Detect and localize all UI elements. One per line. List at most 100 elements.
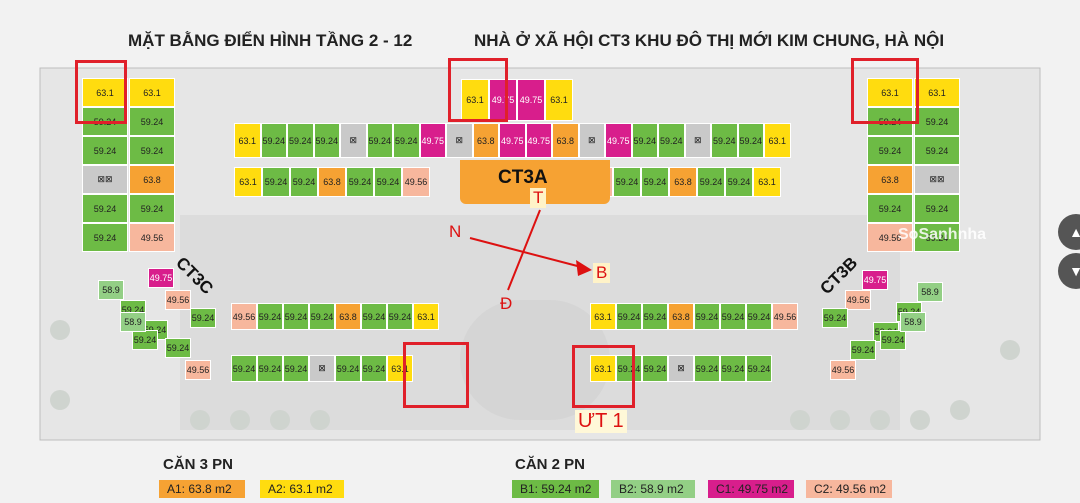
apartment-unit: 59.24 [129,194,175,223]
apartment-unit: 63.1 [129,78,175,107]
apartment-unit: 49.75 [517,79,545,121]
compass-line-td [507,209,541,291]
apartment-unit: 63.1 [413,303,439,330]
apartment-unit: 63.1 [753,167,781,197]
apartment-unit: 59.24 [260,123,287,158]
apartment-unit: 59.24 [746,355,772,382]
apartment-unit: 49.75 [525,123,552,158]
apartment-unit: 59.24 [914,194,960,223]
apartment-unit: 63.1 [461,79,489,121]
legend-a2: A2: 63.1 m2 [260,480,344,498]
apartment-unit: 59.24 [190,308,216,328]
apartment-unit: 59.24 [82,223,128,252]
apartment-unit: 49.56 [402,167,430,197]
apartment-unit: 59.24 [335,355,361,382]
apartment-unit: 63.1 [764,123,791,158]
apartment-unit: 59.24 [346,167,374,197]
apartment-unit: 59.24 [313,123,340,158]
legend-b1: B1: 59.24 m2 [512,480,599,498]
apartment-unit: 49.56 [830,360,856,380]
legend-c1: C1: 49.75 m2 [708,480,794,498]
building-label-ct3a: CT3A [498,167,548,188]
apartment-unit: 49.75 [489,79,517,121]
apartment-unit: ⊠⊠ [82,165,128,194]
legend-c2: C2: 49.56 m2 [806,480,892,498]
apartment-unit: 59.24 [914,107,960,136]
scroll-down-button[interactable]: ▼ [1058,253,1080,289]
apartment-unit: 59.24 [287,123,314,158]
apartment-unit: 59.24 [914,136,960,165]
apartment-unit: 59.24 [616,303,642,330]
apartment-unit: 49.75 [419,123,446,158]
apartment-unit: 59.24 [737,123,764,158]
highlight-box [403,342,469,408]
apartment-unit: 59.24 [746,303,772,330]
apartment-unit: 59.24 [366,123,393,158]
apartment-unit: 59.24 [165,338,191,358]
apartment-unit: 59.24 [641,167,669,197]
apartment-unit: 63.8 [129,165,175,194]
apartment-unit: 59.24 [290,167,318,197]
apartment-unit: 59.24 [129,107,175,136]
apartment-unit: 49.75 [605,123,632,158]
apartment-unit: ⊠ [446,123,473,158]
apartment-unit: 49.56 [867,223,913,252]
apartment-unit: 63.1 [590,303,616,330]
apartment-unit: 59.24 [658,123,685,158]
apartment-unit: 59.24 [231,355,257,382]
apartment-unit: 59.24 [711,123,738,158]
apartment-unit: 63.8 [318,167,346,197]
apartment-unit: 59.24 [725,167,753,197]
apartment-unit: ⊠ [578,123,605,158]
apartment-unit: 49.56 [129,223,175,252]
compass-t: T [530,188,547,208]
compass-arrowhead [576,260,592,276]
priority-marker: ƯT 1 [575,410,627,433]
apartment-unit: 63.8 [335,303,361,330]
apartment-unit: 63.8 [669,167,697,197]
apartment-unit: 63.1 [590,355,616,382]
legend-a1: A1: 63.8 m2 [159,480,245,498]
highlight-box [448,58,508,122]
apartment-unit: 49.75 [148,268,174,288]
apartment-unit: 59.24 [82,194,128,223]
highlight-box [75,60,127,124]
apartment-unit: 59.24 [631,123,658,158]
apartment-unit: 59.24 [880,330,906,350]
apartment-unit: 59.24 [720,303,746,330]
apartment-unit: 63.1 [82,78,128,107]
apartment-unit: 59.24 [642,355,668,382]
apartment-unit: ⊠ [668,355,694,382]
apartment-unit: 59.24 [387,303,413,330]
apartment-unit: 59.24 [694,355,720,382]
watermark: SoSanhnha [898,226,987,243]
apartment-unit: 59.24 [822,308,848,328]
apartment-unit: 59.24 [697,167,725,197]
apartment-unit: 63.1 [234,167,262,197]
apartment-unit: 59.24 [132,330,158,350]
apartment-unit: 49.56 [772,303,798,330]
highlight-box [851,58,919,124]
apartment-unit: 59.24 [642,303,668,330]
trees [50,320,1020,430]
apartment-unit: 49.56 [845,290,871,310]
apartment-unit: 59.24 [914,223,960,252]
apartment-unit: 59.24 [616,355,642,382]
apartment-unit: 49.75 [499,123,526,158]
apartment-unit: 49.56 [231,303,257,330]
apartment-unit: 59.24 [361,303,387,330]
apartment-unit: ⊠⊠ [914,165,960,194]
scroll-up-button[interactable]: ▲ [1058,214,1080,250]
apartment-unit: 63.8 [472,123,499,158]
apartment-unit: ⊠ [684,123,711,158]
apartment-unit: 59.24 [361,355,387,382]
apartment-unit: 59.24 [257,303,283,330]
plan-title: MẶT BẰNG ĐIỂN HÌNH TẦNG 2 - 12 [128,31,413,50]
compass-n: N [449,222,462,241]
apartment-unit: 63.1 [914,78,960,107]
apartment-unit: 59.24 [867,194,913,223]
apartment-unit: 63.8 [867,165,913,194]
compass-line-ns [469,237,586,269]
apartment-unit: 49.56 [165,290,191,310]
